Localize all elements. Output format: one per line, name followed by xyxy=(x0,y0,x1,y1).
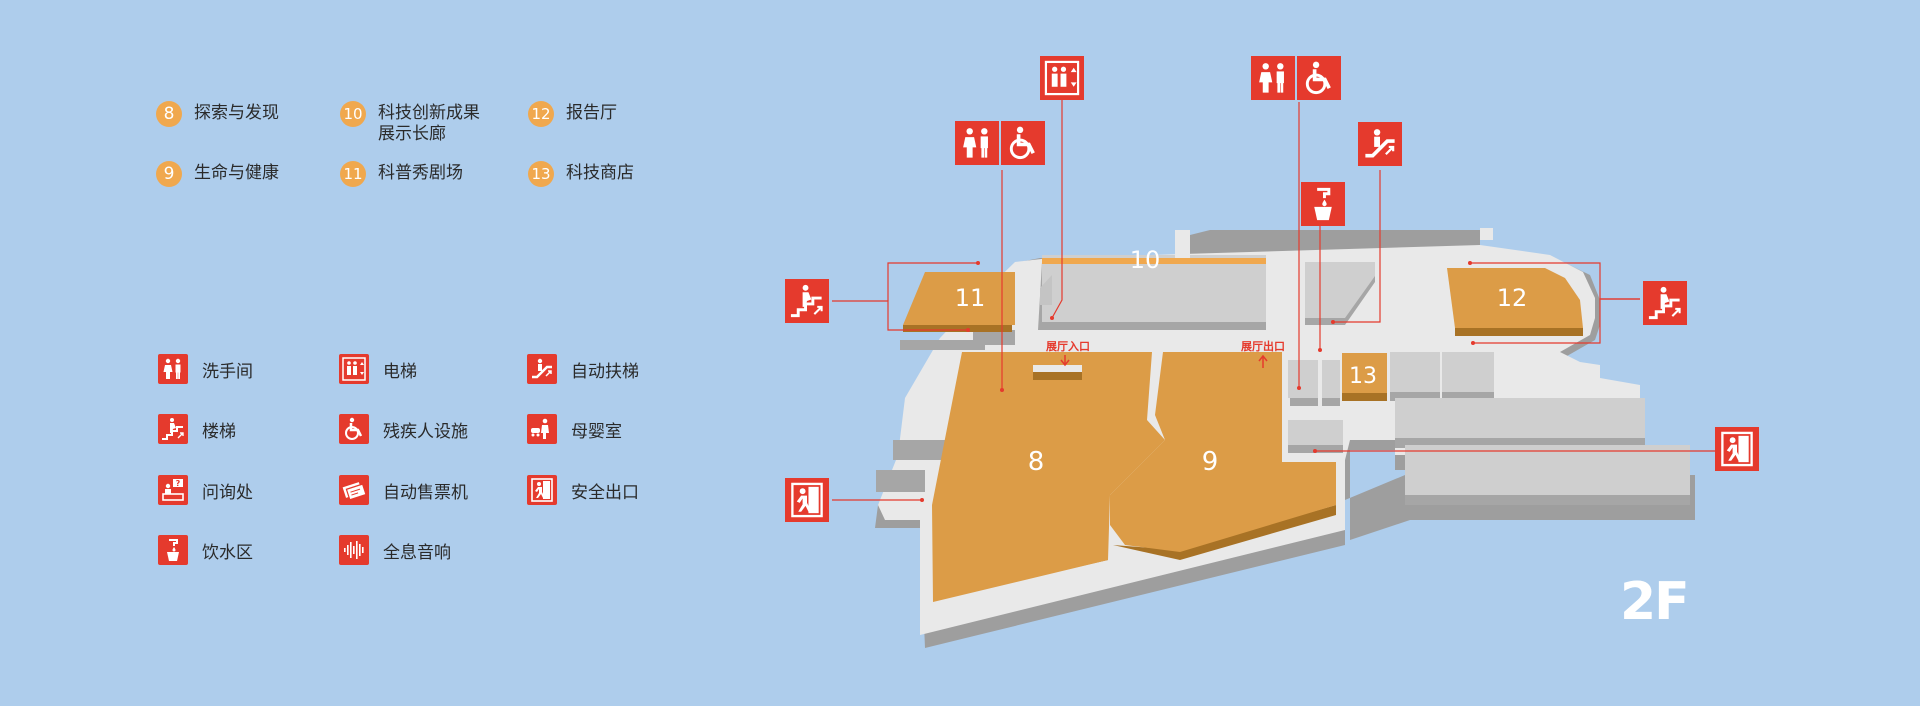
leader-lines xyxy=(832,97,1715,501)
map-restroom-wheelchair-group-right[interactable] xyxy=(1251,56,1341,100)
wheelchair-icon xyxy=(339,414,369,444)
map-stairs-icon[interactable] xyxy=(785,279,829,323)
map-zone-label-13: 13 xyxy=(1349,364,1377,389)
legend-label: 安全出口 xyxy=(571,482,639,503)
zone-label: 探索与发现 xyxy=(194,103,279,123)
legend-hologram-audio: 全息音响 xyxy=(339,535,451,565)
zone-9-area xyxy=(1110,352,1336,560)
map-restroom-wheelchair-group-left[interactable] xyxy=(955,121,1045,165)
legend-label: 楼梯 xyxy=(202,421,236,442)
ticket-machine-icon xyxy=(339,475,369,505)
legend-label: 残疾人设施 xyxy=(383,421,468,442)
floor-level-label: 2F xyxy=(1620,572,1690,632)
zone-number-badge: 8 xyxy=(156,101,182,127)
legend-restroom: 洗手间 xyxy=(158,354,253,384)
zone-number-badge: 12 xyxy=(528,101,554,127)
legend-emergency-exit: 安全出口 xyxy=(527,475,639,505)
elevator-icon xyxy=(339,354,369,384)
zone-number-badge: 10 xyxy=(340,101,366,127)
map-zone-label-12: 12 xyxy=(1497,284,1528,312)
map-zone-label-11: 11 xyxy=(955,284,986,312)
legend-ticket-machine: 自动售票机 xyxy=(339,475,468,505)
zone-legend-10: 10 科技创新成果 展示长廊 xyxy=(340,100,480,145)
nursing-room-icon xyxy=(527,414,557,444)
zone-label: 科技创新成果 xyxy=(378,103,480,123)
svg-text:?: ? xyxy=(176,479,181,488)
zone-legend-12: 12 报告厅 xyxy=(528,100,617,127)
zone-legend-8: 8 探索与发现 xyxy=(156,100,279,127)
map-elevator-icon[interactable] xyxy=(1040,56,1084,100)
map-wheelchair-icon[interactable] xyxy=(1297,56,1341,100)
legend-label: 饮水区 xyxy=(202,542,253,563)
legend-drinking-water: 饮水区 xyxy=(158,535,253,565)
map-emergency-exit-icon-right[interactable] xyxy=(1715,427,1759,471)
zone-label: 科普秀剧场 xyxy=(378,163,463,183)
map-emergency-exit-icon[interactable] xyxy=(785,478,829,522)
zone-8-area xyxy=(932,352,1165,602)
zone-label-line2: 展示长廊 xyxy=(378,124,446,144)
emergency-exit-icon xyxy=(527,475,557,505)
zone-legend-11: 11 科普秀剧场 xyxy=(340,160,463,187)
zone-label: 报告厅 xyxy=(566,103,617,123)
hall-exit-label: 展厅出口 xyxy=(1240,339,1285,353)
legend-info-desk: ? 问询处 xyxy=(158,475,253,505)
map-zone-label-8: 8 xyxy=(1028,447,1045,477)
legend-elevator: 电梯 xyxy=(339,354,417,384)
zone-number-badge: 9 xyxy=(156,161,182,187)
map-wheelchair-icon[interactable] xyxy=(1001,121,1045,165)
escalator-icon xyxy=(527,354,557,384)
zone-number-badge: 11 xyxy=(340,161,366,187)
zone-label: 生命与健康 xyxy=(194,163,279,183)
drinking-water-icon xyxy=(158,535,188,565)
zone-13-area xyxy=(1342,353,1387,401)
legend-wheelchair: 残疾人设施 xyxy=(339,414,468,444)
stairs-icon xyxy=(158,414,188,444)
map-zone-label-10: 10 xyxy=(1130,246,1161,274)
zone-label: 科技商店 xyxy=(566,163,634,183)
legend-label: 自动售票机 xyxy=(383,482,468,503)
zone-legend-13: 13 科技商店 xyxy=(528,160,634,187)
entrance-arrow-icon xyxy=(1060,355,1070,367)
map-zone-label-9: 9 xyxy=(1202,447,1219,477)
legend-label: 电梯 xyxy=(383,361,417,382)
room-blocks xyxy=(876,228,1690,505)
map-restroom-icon[interactable] xyxy=(955,121,999,165)
restroom-icon xyxy=(158,354,188,384)
hall-entrance-label: 展厅入口 xyxy=(1045,340,1090,353)
info-desk-icon: ? xyxy=(158,475,188,505)
map-restroom-icon[interactable] xyxy=(1251,56,1295,100)
map-drinking-water-icon[interactable] xyxy=(1301,182,1345,226)
zone-number-badge: 13 xyxy=(528,161,554,187)
map-stairs-icon-right[interactable] xyxy=(1643,281,1687,325)
hologram-audio-icon xyxy=(339,535,369,565)
legend-label: 问询处 xyxy=(202,482,253,503)
legend-label: 母婴室 xyxy=(571,421,622,442)
zone-legend-9: 9 生命与健康 xyxy=(156,160,279,187)
legend-escalator: 自动扶梯 xyxy=(527,354,639,384)
map-escalator-icon[interactable] xyxy=(1358,122,1402,166)
exit-arrow-icon xyxy=(1258,354,1268,368)
legend-stairs: 楼梯 xyxy=(158,414,236,444)
legend-label: 全息音响 xyxy=(383,542,451,563)
zone-12-area xyxy=(1447,268,1583,336)
legend-nursing-room: 母婴室 xyxy=(527,414,622,444)
legend-label: 自动扶梯 xyxy=(571,361,639,382)
legend-label: 洗手间 xyxy=(202,361,253,382)
leader-dots xyxy=(920,261,1475,502)
